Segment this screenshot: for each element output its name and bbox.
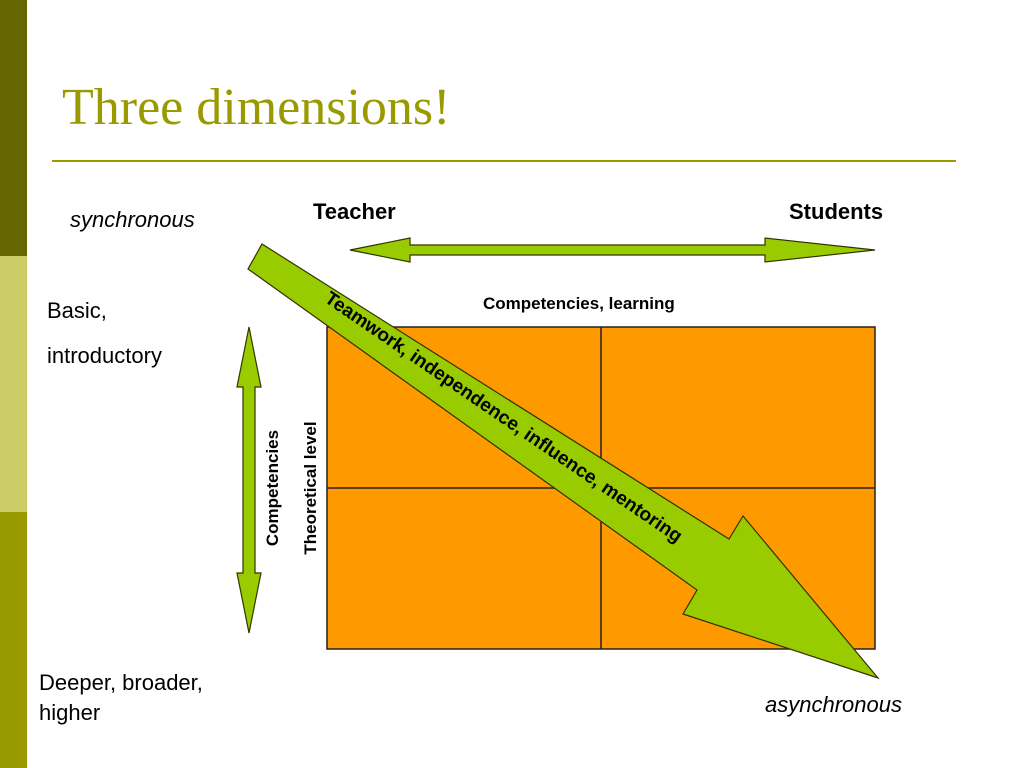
synchronous-label: synchronous: [70, 207, 195, 232]
competencies-vertical-arrow: [236, 326, 262, 634]
higher-label: higher: [39, 700, 101, 725]
slide-title: Three dimensions!: [62, 79, 451, 136]
sidebar-band-bottom: [0, 512, 27, 768]
competencies-vertical-label: Competencies: [263, 429, 282, 547]
introductory-label: introductory: [47, 343, 162, 368]
teacher-label: Teacher: [313, 199, 396, 224]
competencies-learning-label: Competencies, learning: [483, 294, 675, 313]
basic-label: Basic,: [47, 298, 107, 323]
deeper-broader-label: Deeper, broader,: [39, 670, 203, 695]
asynchronous-label: asynchronous: [765, 692, 902, 717]
teacher-students-arrow: [349, 237, 876, 263]
students-label: Students: [789, 199, 884, 224]
sidebar-band-top: [0, 0, 27, 256]
theoretical-level-label: Theoretical level: [301, 421, 320, 555]
title-underline: [52, 160, 956, 162]
diagonal-arrow: [247, 243, 880, 680]
sidebar-band-middle: [0, 256, 27, 512]
